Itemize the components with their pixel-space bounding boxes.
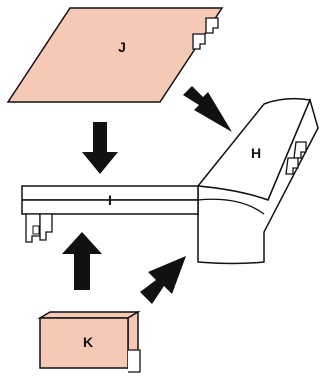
part-label-h: H xyxy=(251,145,261,161)
panel-j-clip-lower xyxy=(192,33,206,50)
arrow-j-to-i xyxy=(82,122,118,174)
arrow-k-to-h xyxy=(140,256,186,304)
arrow-j-to-h xyxy=(183,86,232,132)
block-k-tab xyxy=(128,349,141,373)
bar-i-clip-right xyxy=(39,213,53,241)
panel-j-clip-upper xyxy=(205,17,219,34)
panel-j: J xyxy=(6,7,224,103)
assembly-arrows xyxy=(62,86,232,304)
arrow-k-to-i xyxy=(62,232,102,290)
block-k-front xyxy=(39,317,129,369)
panel-j-body xyxy=(6,7,224,103)
arm-h-clip-lower xyxy=(285,157,299,175)
part-label-i: I xyxy=(108,192,112,208)
block-k: K xyxy=(37,310,141,373)
arm-h-face xyxy=(197,97,319,265)
frame-assembly: H I xyxy=(21,97,319,265)
bar-i-face xyxy=(21,199,199,215)
part-label-j: J xyxy=(118,39,126,55)
block-k-top xyxy=(37,311,141,319)
part-label-k: K xyxy=(83,334,93,350)
arm-h-corner-curve xyxy=(197,198,265,215)
bar-i-clip-slot xyxy=(32,225,40,235)
